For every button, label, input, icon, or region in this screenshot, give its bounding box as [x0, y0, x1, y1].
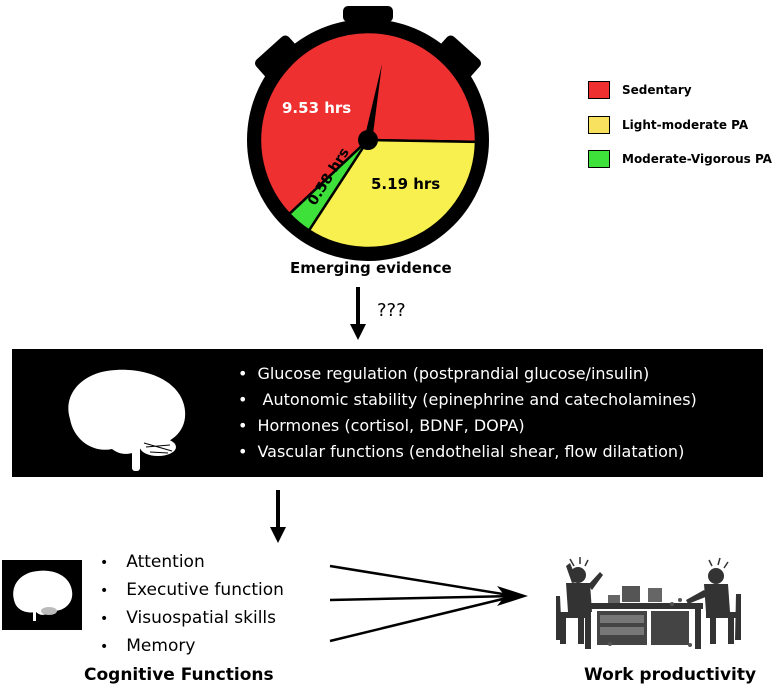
mechanisms-brain	[68, 369, 186, 471]
frustrated-worker-right	[686, 557, 741, 644]
legend-swatch-light-moderate	[588, 116, 610, 134]
mechanism-item: Vascular functions (endothelial shear, f…	[238, 439, 697, 465]
arrow-down-2	[270, 490, 286, 543]
unknown-link-label: ???	[377, 300, 406, 321]
legend-label-sedentary: Sedentary	[622, 83, 692, 97]
legend-swatch-moderate-vigorous	[588, 150, 610, 168]
stopwatch-right-button	[436, 35, 481, 79]
segment-label-sedentary: 9.53 hrs	[282, 99, 352, 117]
stopwatch-hub	[358, 130, 378, 150]
stopwatch-hand	[364, 64, 382, 142]
legend-label-light-moderate: Light-moderate PA	[622, 118, 749, 132]
legend-label-moderate-vigorous: Moderate-Vigorous PA	[622, 152, 772, 166]
work-productivity-illustration	[556, 557, 741, 649]
legend-item-sedentary: Sedentary	[588, 81, 692, 99]
segment-label-light-moderate: 5.19 hrs	[371, 175, 441, 193]
mechanisms-panel: Glucose regulation (postprandial glucose…	[12, 349, 763, 477]
stopwatch	[247, 6, 489, 261]
cognitive-item: Memory	[100, 633, 284, 661]
mechanism-item: Hormones (cortisol, BDNF, DOPA)	[238, 413, 697, 439]
cognitive-functions-title: Cognitive Functions	[84, 665, 274, 685]
mechanism-list: Glucose regulation (postprandial glucose…	[238, 361, 697, 465]
brain-icon	[13, 570, 73, 615]
cognitive-item: Executive function	[100, 577, 284, 605]
legend-item-moderate-vigorous: Moderate-Vigorous PA	[588, 150, 772, 168]
stopwatch-caption: Emerging evidence	[290, 259, 452, 277]
brain-icon	[68, 369, 186, 454]
stopwatch-left-button	[255, 35, 300, 79]
pie-slice-moderate-vigorous	[287, 139, 370, 233]
mechanism-item: Autonomic stability (epinephrine and cat…	[238, 387, 697, 413]
arrow-down-1	[350, 287, 366, 340]
legend-swatch-sedentary	[588, 81, 610, 99]
work-productivity-title: Work productivity	[584, 665, 757, 685]
cognitive-item: Attention	[100, 549, 284, 577]
converging-arrows	[329, 564, 528, 643]
legend-item-light-moderate: Light-moderate PA	[588, 116, 748, 134]
activity-pie	[258, 30, 478, 250]
frustrated-worker-left	[556, 557, 603, 644]
mechanism-item: Glucose regulation (postprandial glucose…	[238, 361, 697, 387]
cognitive-function-list: Attention Executive function Visuospatia…	[100, 549, 284, 661]
cognitive-item: Visuospatial skills	[100, 605, 284, 633]
cognitive-brain-box	[2, 560, 82, 630]
